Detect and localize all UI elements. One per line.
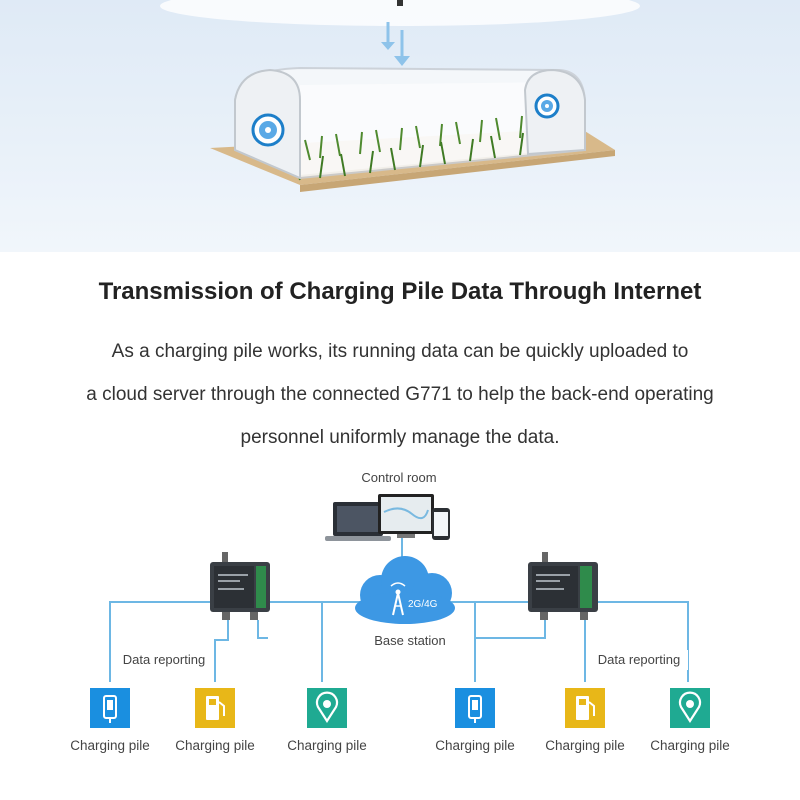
data-reporting-label: Data reporting bbox=[598, 652, 680, 667]
greenhouse-illustration bbox=[0, 0, 800, 252]
charging-pile-label: Charging pile bbox=[287, 738, 367, 753]
charging-pile: Charging pile bbox=[287, 688, 367, 753]
charging-pile-label: Charging pile bbox=[175, 738, 255, 753]
data-reporting-label: Data reporting bbox=[123, 652, 205, 667]
fan-icon bbox=[251, 113, 285, 147]
description-line: personnel uniformly manage the data. bbox=[240, 427, 560, 448]
down-arrow-icon bbox=[381, 22, 395, 50]
fan-icon bbox=[534, 93, 560, 119]
location-pin-icon bbox=[678, 691, 702, 724]
down-arrow-icon bbox=[394, 30, 410, 66]
charging-pile: Charging pile bbox=[435, 688, 515, 753]
fuel-pump-icon bbox=[206, 696, 225, 720]
description-line: a cloud server through the connected G77… bbox=[86, 384, 714, 405]
phone-charger-icon bbox=[103, 695, 117, 723]
charging-pile: Charging pile bbox=[70, 688, 150, 753]
base-station-label: Base station bbox=[374, 633, 446, 648]
charging-pile-label: Charging pile bbox=[545, 738, 625, 753]
charging-pile-label: Charging pile bbox=[650, 738, 730, 753]
router-device bbox=[210, 552, 270, 620]
charging-pile: Charging pile bbox=[650, 688, 730, 753]
cloud-icon bbox=[355, 556, 455, 624]
cloud-badge: 2G/4G bbox=[408, 599, 438, 610]
description: As a charging pile works, its running da… bbox=[30, 330, 770, 459]
description-line: As a charging pile works, its running da… bbox=[111, 341, 689, 362]
charging-pile: Charging pile bbox=[545, 688, 625, 753]
charging-pile: Charging pile bbox=[175, 688, 255, 753]
phone-charger-icon bbox=[468, 695, 482, 723]
network-diagram: Control room 2G/4G Base station bbox=[70, 470, 730, 753]
antenna-icon bbox=[390, 582, 406, 616]
monitor-icon bbox=[378, 494, 434, 538]
page-title: Transmission of Charging Pile Data Throu… bbox=[98, 278, 702, 305]
control-room-label: Control room bbox=[361, 470, 436, 485]
fuel-pump-icon bbox=[576, 696, 595, 720]
phone-icon bbox=[432, 508, 450, 540]
laptop-icon bbox=[325, 502, 391, 541]
charging-pile-label: Charging pile bbox=[435, 738, 515, 753]
router-device bbox=[528, 552, 598, 620]
charging-pile-label: Charging pile bbox=[70, 738, 150, 753]
location-pin-icon bbox=[315, 691, 339, 724]
